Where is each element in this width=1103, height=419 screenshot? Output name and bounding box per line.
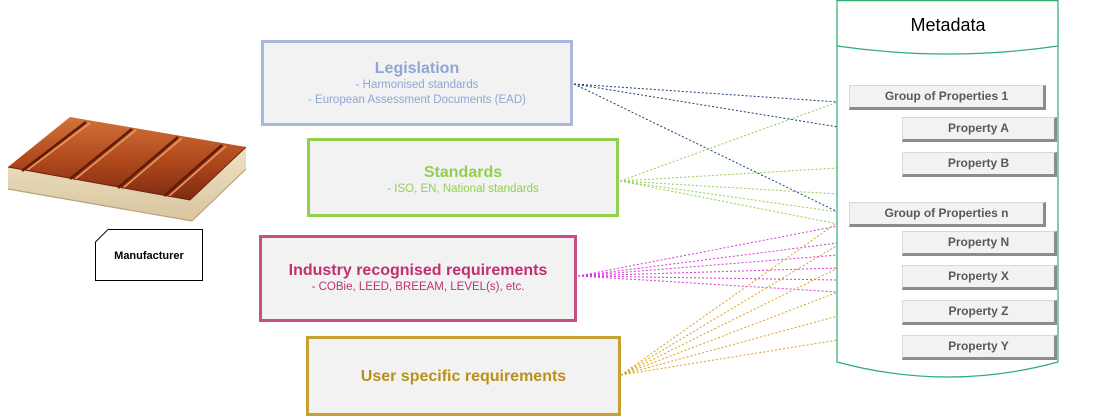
user-connection-line	[620, 339, 839, 376]
manufacturer-text: Manufacturer	[114, 250, 184, 262]
industry-connection-line	[577, 242, 839, 277]
property-y: Property Y	[902, 335, 1057, 360]
property-z: Property Z	[902, 300, 1057, 325]
user-connection-line	[620, 244, 839, 376]
legislation-item: - Harmonised standards	[355, 79, 479, 91]
industry-title: Industry recognised requirements	[288, 262, 548, 279]
standards-connection-line	[619, 101, 839, 182]
property-x: Property X	[902, 265, 1057, 290]
industry-item: - COBie, LEED, BREEAM, LEVEL(s), etc.	[311, 281, 525, 293]
user-connection-line	[620, 267, 839, 376]
user-title: User specific requirements	[360, 368, 567, 385]
standards-connection-line	[619, 180, 839, 225]
user-connection-line	[620, 291, 839, 376]
user-connection-line	[620, 315, 839, 376]
industry-connection-line	[577, 275, 839, 281]
industry-requirements-box: Industry recognised requirements - COBie…	[259, 235, 577, 322]
legislation-title: Legislation	[374, 60, 460, 77]
property-n: Property N	[902, 231, 1057, 256]
group-of-properties-1: Group of Properties 1	[849, 85, 1046, 110]
standards-item: - ISO, EN, National standards	[387, 183, 539, 195]
user-connection-line	[620, 221, 839, 376]
legislation-box: Legislation - Harmonised standards - Eur…	[261, 40, 573, 126]
industry-connection-line	[577, 267, 839, 277]
industry-connection-line	[577, 254, 839, 277]
manufacturer-label: Manufacturer	[94, 228, 203, 281]
legislation-item: - European Assessment Documents (EAD)	[308, 94, 526, 106]
standards-box: Standards - ISO, EN, National standards	[307, 138, 619, 217]
industry-connection-line	[577, 225, 839, 277]
property-a: Property A	[902, 117, 1057, 142]
legislation-connection-line	[573, 83, 839, 213]
standards-connection-line	[619, 167, 839, 182]
user-requirements-box: User specific requirements	[306, 336, 621, 416]
standards-connection-line	[619, 180, 839, 195]
property-b: Property B	[902, 152, 1057, 177]
standards-title: Standards	[423, 164, 503, 181]
industry-connection-line	[577, 275, 839, 293]
legislation-connection-line	[573, 83, 839, 128]
metadata-title: Metadata	[910, 15, 986, 35]
group-of-properties-n: Group of Properties n	[849, 202, 1046, 227]
roof-panel-image	[7, 117, 247, 222]
folded-corner	[95, 229, 109, 243]
legislation-connection-line	[573, 83, 839, 103]
standards-connection-line	[619, 180, 839, 213]
